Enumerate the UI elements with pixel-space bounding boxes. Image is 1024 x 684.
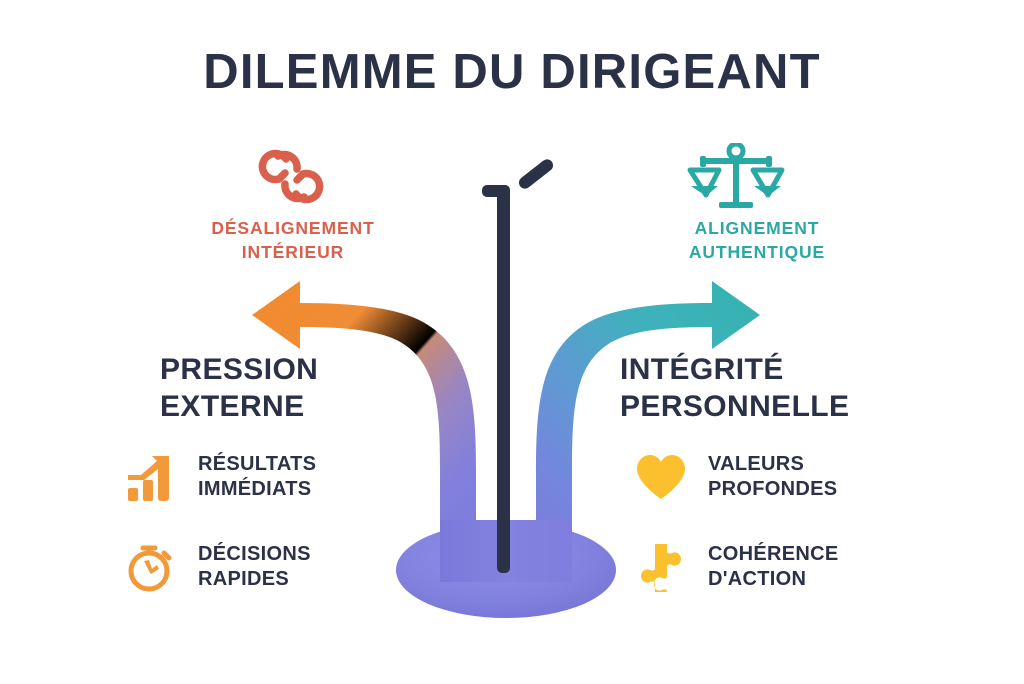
right-item-0-label: VALEURS PROFONDES bbox=[708, 453, 838, 500]
right-top-label-line2: AUTHENTIQUE bbox=[688, 242, 826, 263]
signpost-broken-arm bbox=[518, 159, 554, 189]
left-heading-line2: EXTERNE bbox=[160, 389, 305, 423]
right-heading-line1: INTÉGRITÉ bbox=[620, 353, 784, 386]
puzzle-piece-icon bbox=[641, 544, 681, 592]
signpost-pole bbox=[497, 185, 510, 573]
right-top-label: ALIGNEMENT AUTHENTIQUE bbox=[632, 216, 882, 264]
stopwatch-icon bbox=[128, 545, 172, 592]
left-item-1: DÉCISIONS RAPIDES bbox=[124, 540, 311, 594]
left-item-1-label: DÉCISIONS RAPIDES bbox=[198, 543, 311, 590]
left-item-0: RÉSULTATS IMMÉDIATS bbox=[124, 450, 316, 504]
broken-chain-icon bbox=[258, 149, 324, 204]
left-top-label-line2: INTÉRIEUR bbox=[241, 242, 345, 263]
left-heading: PRESSION EXTERNE bbox=[160, 352, 460, 425]
left-top-label: DÉSALIGNEMENT INTÉRIEUR bbox=[168, 216, 418, 264]
left-heading-line1: PRESSION bbox=[160, 353, 319, 386]
right-item-1: COHÉRENCE D'ACTION bbox=[634, 540, 839, 594]
left-item-0-label: RÉSULTATS IMMÉDIATS bbox=[198, 453, 317, 500]
right-heading-line2: PERSONNELLE bbox=[620, 389, 850, 423]
right-heading: INTÉGRITÉ PERSONNELLE bbox=[620, 352, 950, 425]
page-title: DILEMME DU DIRIGEANT bbox=[203, 45, 821, 99]
right-item-1-label: COHÉRENCE D'ACTION bbox=[708, 543, 839, 590]
signpost-stub-arm bbox=[482, 185, 510, 197]
right-item-0: VALEURS PROFONDES bbox=[634, 450, 837, 504]
growth-chart-icon bbox=[128, 456, 169, 501]
left-arrow-path bbox=[252, 281, 476, 580]
right-top-label-line1: ALIGNEMENT bbox=[694, 218, 820, 238]
right-arrow-path bbox=[536, 281, 760, 580]
heart-icon bbox=[637, 455, 685, 499]
left-top-label-line1: DÉSALIGNEMENT bbox=[211, 218, 375, 238]
balance-scales-icon bbox=[687, 143, 785, 208]
